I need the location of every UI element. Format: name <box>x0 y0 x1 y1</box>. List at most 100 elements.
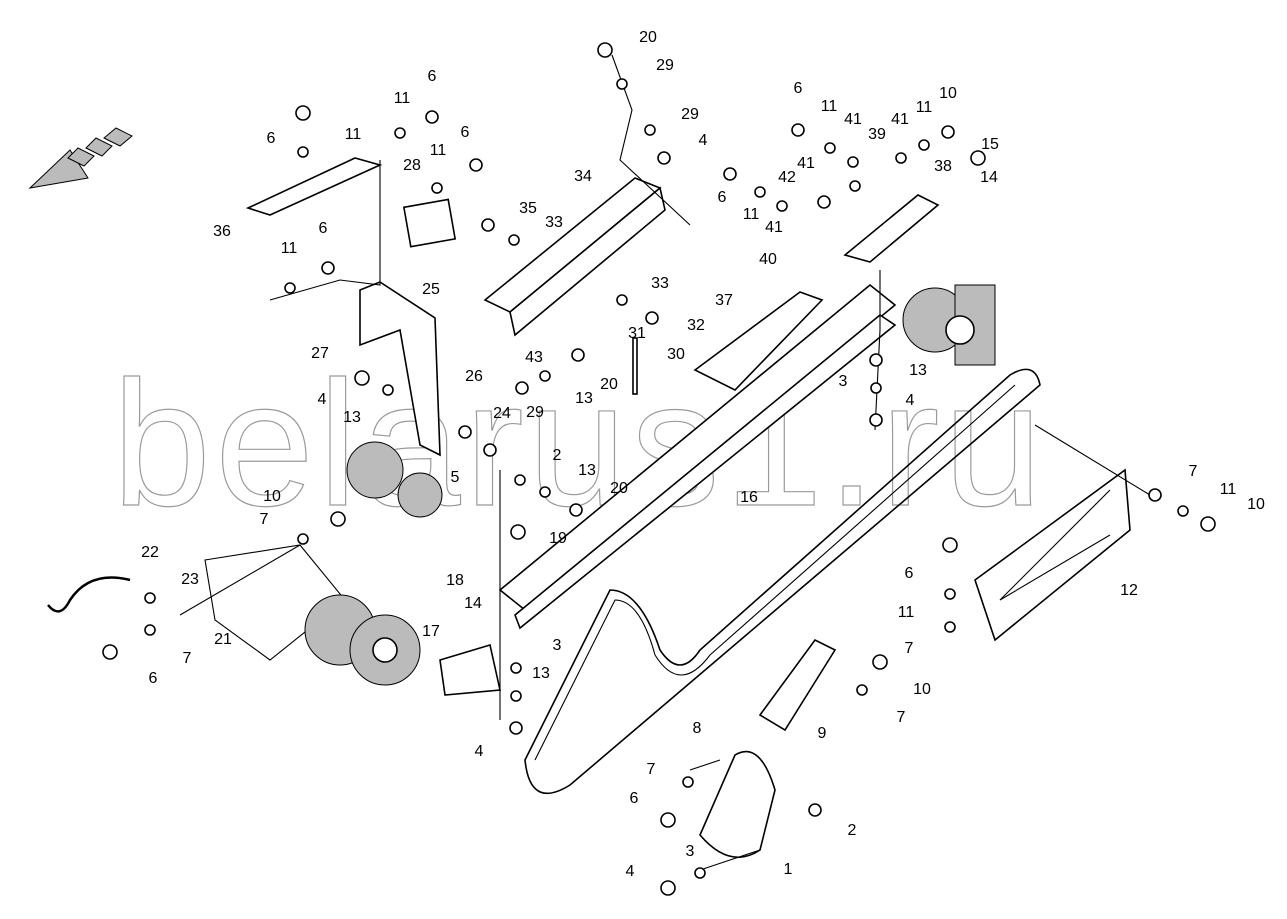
callout-number: 6 <box>794 80 803 97</box>
belt <box>524 368 1041 795</box>
callout-number: 6 <box>905 565 914 582</box>
callout-number: 41 <box>844 111 862 128</box>
callout-number: 20 <box>600 376 618 393</box>
callout-number: 20 <box>610 480 628 497</box>
callout-number: 41 <box>891 111 909 128</box>
callout-number: 6 <box>319 220 328 237</box>
pulley-assembly <box>204 544 421 686</box>
fasteners <box>102 42 1216 896</box>
cover <box>693 291 824 391</box>
plate <box>245 157 383 216</box>
callout-number: 19 <box>549 530 567 547</box>
callout-number: 30 <box>667 346 685 363</box>
callout-number: 18 <box>446 572 464 589</box>
callout-number: 10 <box>1247 496 1265 513</box>
callout-number: 7 <box>183 650 192 667</box>
callout-number: 7 <box>1189 463 1198 480</box>
callout-number: 10 <box>263 488 281 505</box>
callout-number: 42 <box>778 169 796 186</box>
callout-number: 29 <box>656 57 674 74</box>
callout-number: 39 <box>868 126 886 143</box>
callout-number: 14 <box>464 595 482 612</box>
callout-number: 17 <box>422 623 440 640</box>
callout-number: 2 <box>553 447 562 464</box>
callout-number: 13 <box>578 462 596 479</box>
callout-number: 6 <box>267 130 276 147</box>
callout-number: 5 <box>451 469 460 486</box>
callout-number: 15 <box>981 136 999 153</box>
callout-number: 25 <box>422 281 440 298</box>
callout-number: 34 <box>574 168 592 185</box>
callout-number: 28 <box>403 157 421 174</box>
cover-38 <box>843 194 940 263</box>
callout-number: 6 <box>718 189 727 206</box>
callout-number: 40 <box>759 251 777 268</box>
callout-number: 32 <box>687 317 705 334</box>
callout-number: 7 <box>647 761 656 778</box>
callout-number: 35 <box>519 200 537 217</box>
callout-number: 11 <box>394 90 411 107</box>
callout-number: 3 <box>686 843 695 860</box>
callout-number: 6 <box>461 124 470 141</box>
callout-number: 11 <box>345 126 362 143</box>
callout-number: 41 <box>797 155 815 172</box>
callout-number: 29 <box>681 106 699 123</box>
callout-number: 6 <box>630 790 639 807</box>
callout-number: 20 <box>639 29 657 46</box>
callout-number: 4 <box>699 132 708 149</box>
bracket <box>359 281 441 457</box>
callout-number: 33 <box>545 214 563 231</box>
callout-number: 10 <box>939 85 957 102</box>
direction-arrow-icon <box>28 127 133 189</box>
callout-number: 4 <box>626 863 635 880</box>
callout-number: 4 <box>318 391 327 408</box>
callout-number: 7 <box>897 709 906 726</box>
callout-number: 36 <box>213 223 231 240</box>
callout-number: 11 <box>743 206 760 223</box>
callout-number: 13 <box>532 665 550 682</box>
callout-number: 7 <box>905 640 914 657</box>
callout-number: 6 <box>428 68 437 85</box>
callout-number: 41 <box>765 219 783 236</box>
callout-number: 3 <box>553 637 562 654</box>
callout-number: 3 <box>839 373 848 390</box>
callout-number: 4 <box>906 392 915 409</box>
callout-number: 21 <box>214 631 232 648</box>
callout-number: 13 <box>343 409 361 426</box>
callout-number: 16 <box>740 489 758 506</box>
callout-number: 26 <box>465 368 483 385</box>
main-beam <box>498 283 897 612</box>
callout-number: 13 <box>909 362 927 379</box>
callout-number: 11 <box>898 604 915 621</box>
callout-number: 2 <box>848 822 857 839</box>
gearbox <box>902 284 996 366</box>
main-beam-lower <box>514 314 897 630</box>
callout-number: 37 <box>715 292 733 309</box>
callout-number: 11 <box>916 99 933 116</box>
callout-number: 11 <box>281 240 298 257</box>
callout-number: 43 <box>525 349 543 366</box>
callout-number: 6 <box>149 670 158 687</box>
callout-number: 23 <box>181 571 199 588</box>
callout-number: 11 <box>430 142 447 159</box>
callout-number: 31 <box>628 325 646 342</box>
callout-number: 10 <box>913 681 931 698</box>
callout-number: 7 <box>260 511 269 528</box>
callout-number: 27 <box>311 345 329 362</box>
callout-number: 8 <box>693 720 702 737</box>
callout-number: 29 <box>526 404 544 421</box>
callout-number: 13 <box>575 390 593 407</box>
pulley-guard <box>699 750 776 859</box>
engine-pulley <box>346 441 443 518</box>
callout-number: 22 <box>141 544 159 561</box>
callout-number: 12 <box>1120 582 1138 599</box>
callout-number: 11 <box>821 98 838 115</box>
callout-number: 4 <box>475 743 484 760</box>
callout-number: 11 <box>1220 481 1237 498</box>
callout-number: 9 <box>818 725 827 742</box>
callout-number: 14 <box>980 169 998 186</box>
callout-number: 33 <box>651 275 669 292</box>
